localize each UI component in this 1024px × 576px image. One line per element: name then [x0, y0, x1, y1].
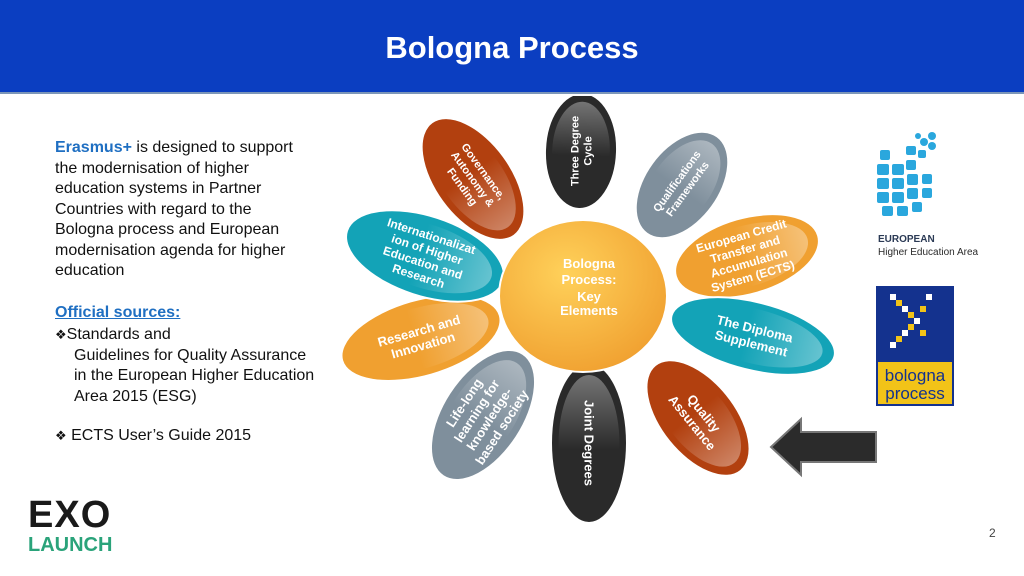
source-ects-text: ECTS User’s Guide 2015: [66, 427, 252, 444]
page-number: 2: [989, 526, 996, 540]
petal-label-3: European CreditTransfer andAccumulationS…: [694, 216, 799, 296]
exo-logo-line-1: EXO: [28, 494, 111, 536]
ehea-puzzle-logo-icon: [877, 132, 936, 216]
petal-2: QualificationsFrameworks: [634, 130, 730, 240]
ehea-line-1: EUROPEAN: [878, 234, 935, 245]
erasmus-brand: Erasmus+: [55, 139, 132, 156]
exo-logo-line-2: LAUNCH: [28, 534, 112, 555]
ehea-logo-text: EUROPEAN Higher Education Area: [878, 233, 978, 259]
bologna-logo-line-2: process: [885, 384, 945, 403]
center-line-3: Key: [577, 289, 602, 304]
petal-label-8: Research andInnovation: [376, 312, 466, 364]
petal-4: The DiplomaSupplement: [670, 296, 835, 376]
petal-3: European CreditTransfer andAccumulationS…: [674, 213, 820, 299]
center-line-4: Elements: [560, 303, 618, 318]
diamond-bullet-icon: ❖: [55, 327, 67, 342]
petal-10: Governance,Autonomy &Funding: [420, 117, 526, 241]
diagram-center: Bologna Process: Key Elements: [498, 219, 668, 373]
intro-text: is designed to support the modernisation…: [55, 139, 293, 279]
source-item-ects: ❖ ECTS User’s Guide 2015: [55, 427, 251, 445]
ehea-line-2: Higher Education Area: [878, 247, 979, 258]
petal-1: Three DegreeCycle: [543, 96, 619, 210]
petal-7: Life-longlearning forknowledge-based soc…: [429, 349, 537, 481]
petal-label-6: Joint Degrees: [581, 400, 596, 486]
source-item-esg: ❖Standards and Guidelines for Quality As…: [55, 325, 315, 407]
page-title: Bologna Process: [385, 30, 639, 65]
petal-8: Research andInnovation: [340, 294, 502, 382]
petal-label-line: Joint Degrees: [581, 400, 596, 486]
petal-label-1: Three DegreeCycle: [569, 116, 594, 186]
source-esg-first: Standards and: [66, 326, 171, 343]
petal-label-line: Three Degree: [569, 116, 581, 186]
center-line-2: Process:: [562, 272, 617, 287]
diamond-bullet-icon: ❖: [55, 428, 67, 443]
petal-label-line: Cycle: [582, 136, 594, 165]
petal-5: QualityAssurance: [645, 359, 751, 477]
source-esg-rest: Guidelines for Quality Assurance in the …: [74, 346, 315, 405]
bologna-process-logo-icon: bologna process: [876, 286, 954, 406]
bologna-key-elements-diagram: Three DegreeCycle QualificationsFramework…: [340, 96, 835, 524]
left-arrow-icon: [769, 416, 877, 478]
petal-9: Internationalization of HigherEducation …: [345, 209, 505, 303]
petal-label-9: Internationalization of HigherEducation …: [373, 215, 478, 297]
exo-launch-logo-icon: EXO LAUNCH: [28, 494, 112, 555]
official-sources-heading: Official sources:: [55, 304, 181, 321]
center-line-1: Bologna: [563, 256, 616, 271]
petal-6: Joint Degrees: [550, 362, 628, 524]
title-bar: Bologna Process: [0, 0, 1024, 94]
intro-paragraph: Erasmus+ is designed to support the mode…: [55, 138, 305, 282]
bologna-logo-line-1: bologna: [885, 366, 946, 385]
